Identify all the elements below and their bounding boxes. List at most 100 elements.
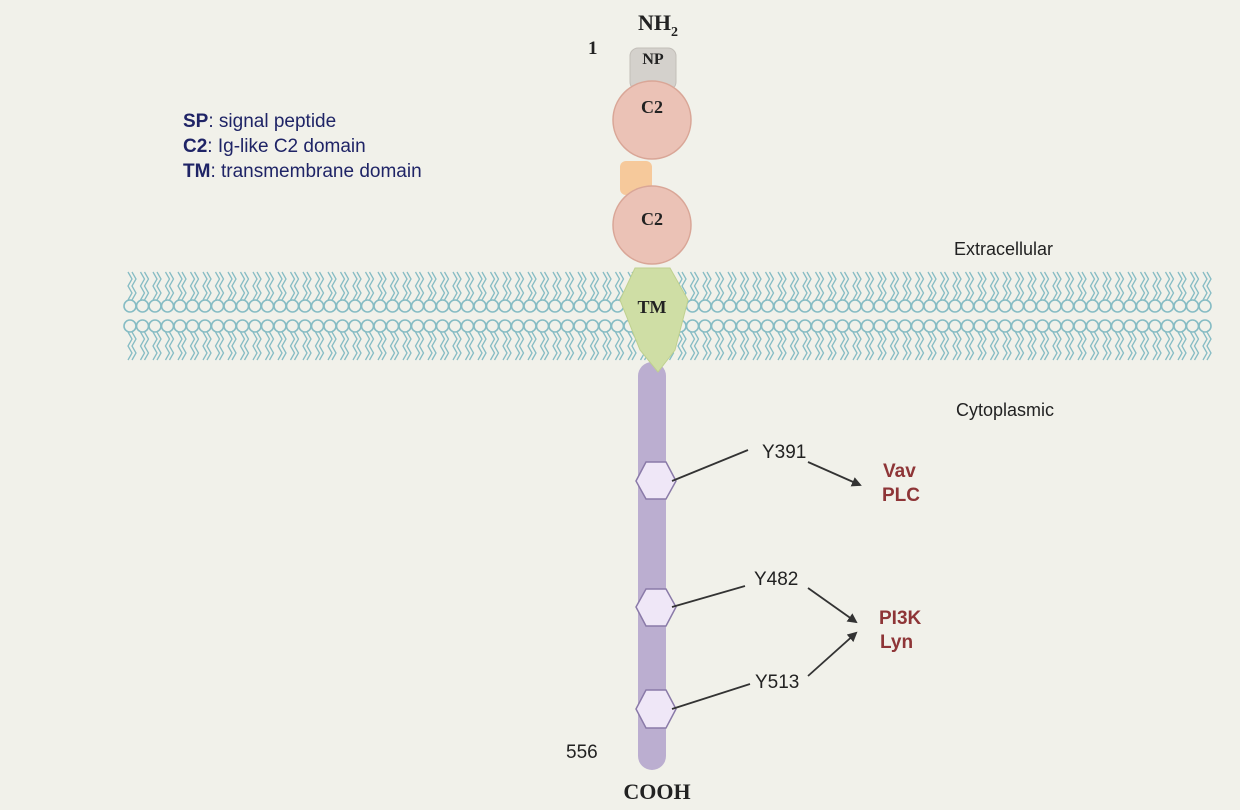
membrane-lipid-part xyxy=(281,271,287,301)
membrane-lipid-part xyxy=(531,271,537,301)
membrane-lipid-part xyxy=(206,331,212,361)
membrane-lipid-part xyxy=(823,299,837,313)
membrane-lipid-part xyxy=(527,331,533,361)
y391-connector xyxy=(671,449,749,482)
membrane-lipid-part xyxy=(906,331,912,361)
membrane-lipid-part xyxy=(1018,331,1025,361)
membrane-lipid-part xyxy=(1077,331,1083,361)
membrane-lipid-part xyxy=(1173,299,1187,313)
membrane-lipid-part xyxy=(1143,331,1150,361)
membrane-lipid-part xyxy=(914,331,921,361)
site-label-y513: Y513 xyxy=(755,672,799,693)
membrane-lipid-part xyxy=(198,299,212,313)
membrane-lipid-part xyxy=(548,319,562,333)
membrane-lipid-part xyxy=(185,299,200,313)
membrane-lipid-part xyxy=(898,299,912,313)
membrane-lipid-part xyxy=(848,299,862,313)
n-terminus-label: NH2 xyxy=(638,10,678,40)
membrane-lipid-part xyxy=(1139,271,1146,301)
membrane-lipid-part xyxy=(377,271,383,301)
c-terminus-label: COOH xyxy=(623,779,690,804)
membrane-lipid-part xyxy=(802,331,808,361)
membrane-lipid-part xyxy=(968,331,975,361)
membrane-lipid-part xyxy=(268,271,275,301)
membrane-lipid-part xyxy=(148,299,162,313)
membrane-lipid-part xyxy=(756,271,762,301)
membrane-lipid-part xyxy=(818,331,825,361)
membrane-lipid-part xyxy=(406,271,412,301)
membrane-lipid-part xyxy=(264,331,271,361)
target-pi3k: PI3K xyxy=(879,608,922,629)
membrane-lipid-part xyxy=(306,331,312,361)
membrane-lipid-part xyxy=(773,299,787,313)
membrane-lipid-part xyxy=(439,271,446,301)
membrane-lipid-part xyxy=(493,271,500,301)
membrane-lipid-part xyxy=(681,331,687,361)
membrane-lipid-part xyxy=(352,271,358,301)
membrane-lipid-part xyxy=(389,331,396,361)
membrane-lipid-part xyxy=(127,331,133,361)
membrane-lipid-part xyxy=(414,271,421,301)
target-lyn: Lyn xyxy=(880,632,913,653)
membrane-lipid-part xyxy=(602,271,608,301)
membrane-lipid-part xyxy=(1073,299,1087,313)
membrane-lipid-part xyxy=(152,331,158,361)
membrane-lipid-part xyxy=(531,331,537,361)
membrane-lipid-part xyxy=(327,271,333,301)
membrane-lipid-part xyxy=(789,331,796,361)
membrane-lipid-part xyxy=(1010,319,1025,333)
membrane-lipid-part xyxy=(973,319,987,333)
membrane-lipid-part xyxy=(1110,299,1125,313)
membrane-lipid-part xyxy=(606,331,612,361)
membrane-lipid-part xyxy=(181,331,187,361)
membrane-lipid-part xyxy=(923,299,937,313)
membrane-lipid-part xyxy=(335,319,350,333)
membrane-lipid-part xyxy=(481,271,487,301)
membrane-lipid-part xyxy=(827,331,833,361)
membrane-lipid-part xyxy=(881,271,887,301)
membrane-lipid-part xyxy=(598,319,612,333)
membrane-lipid-part xyxy=(427,271,433,301)
membrane-lipid-part xyxy=(873,299,887,313)
membrane-lipid-part xyxy=(1064,271,1071,301)
membrane-lipid-part xyxy=(885,299,900,313)
phosphosite-y391-marker xyxy=(635,461,677,500)
membrane-lipid-part xyxy=(489,331,496,361)
membrane-lipid-part xyxy=(710,299,725,313)
membrane-lipid-part xyxy=(806,331,812,361)
membrane-lipid-part xyxy=(543,331,550,361)
membrane-lipid-part xyxy=(706,271,712,301)
membrane-lipid-part xyxy=(760,299,775,313)
membrane-lipid-part xyxy=(848,319,862,333)
membrane-lipid-part xyxy=(477,271,483,301)
membrane-lipid-part xyxy=(910,319,925,333)
membrane-lipid-part xyxy=(1189,271,1196,301)
membrane-lipid-part xyxy=(231,331,237,361)
membrane-lipid-part xyxy=(127,271,133,301)
membrane-lipid-part xyxy=(527,271,533,301)
membrane-lipid-part xyxy=(1202,271,1208,301)
membrane-lipid-part xyxy=(398,299,412,313)
membrane-lipid-part xyxy=(573,299,587,313)
membrane-lipid-part xyxy=(835,319,850,333)
membrane-lipid-part xyxy=(356,331,362,361)
membrane-lipid-part xyxy=(423,319,437,333)
membrane-lipid-part xyxy=(843,271,850,301)
membrane-lipid-part xyxy=(743,271,750,301)
legend-abbr-sp: SP xyxy=(183,111,209,132)
membrane-lipid-part xyxy=(960,319,975,333)
membrane-lipid-part xyxy=(218,331,225,361)
membrane-lipid-part xyxy=(381,331,387,361)
membrane-lipid-part xyxy=(177,331,183,361)
membrane-lipid-part xyxy=(210,319,225,333)
membrane-lipid-part xyxy=(1089,271,1096,301)
membrane-lipid-part xyxy=(1127,271,1133,301)
membrane-lipid-part xyxy=(214,271,221,301)
membrane-lipid-part xyxy=(1093,271,1100,301)
membrane-lipid-part xyxy=(877,271,883,301)
membrane-lipid-part xyxy=(1198,299,1212,313)
membrane-lipid-part xyxy=(139,331,146,361)
membrane-lipid-part xyxy=(131,271,137,301)
membrane-lipid-part xyxy=(223,319,237,333)
membrane-lipid-part xyxy=(1160,319,1175,333)
